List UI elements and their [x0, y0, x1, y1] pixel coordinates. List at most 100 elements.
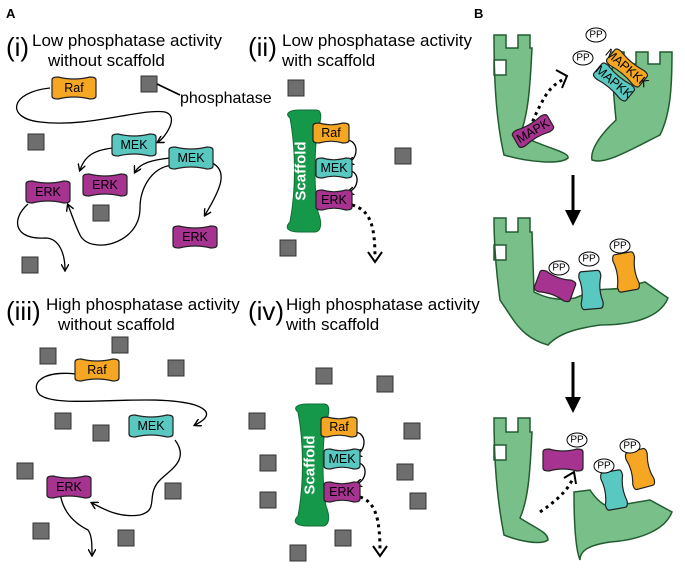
phosphatase-square: [289, 544, 307, 562]
erk-protein-label: ERK: [321, 193, 347, 207]
mek-protein-shape: [111, 133, 157, 157]
raf-protein-label: Raf: [321, 126, 341, 140]
scaffold-step2: [493, 217, 669, 346]
pp-badge-shape: [578, 251, 600, 267]
mek-protein-label: MEK: [177, 151, 205, 165]
panel-iii-title-line1: High phosphatase activity: [46, 295, 240, 314]
erk-protein-shape: [25, 180, 71, 204]
raf-protein-label: Raf: [64, 81, 84, 95]
mek-protein-label: MEK: [328, 452, 356, 466]
raf-protein: Raf: [312, 122, 350, 144]
erk-protein-shape: [172, 225, 218, 249]
mek-protein-shape: [315, 157, 353, 179]
pp-badge-shape: [572, 50, 594, 66]
phosphatase-square: [32, 522, 50, 540]
dotted-arrow-release: [539, 479, 574, 514]
phosphatase-square: [27, 133, 45, 151]
raf-protein: Raf: [74, 358, 120, 382]
pp-badge-mapkkk: PP: [609, 238, 631, 254]
phosphatase-square: [287, 79, 305, 97]
phosphatase-square: [248, 412, 266, 430]
mapkkk-protein-shape: [624, 447, 656, 491]
mapk-protein: [533, 269, 577, 303]
mapkkk-protein: [612, 251, 640, 293]
erk-protein-label: ERK: [56, 480, 82, 494]
phosphatase-square: [334, 529, 352, 547]
arrow-mek-erk-1: [80, 147, 114, 170]
mapkk-protein-shape: [578, 269, 604, 311]
erk-protein-label: ERK: [92, 178, 118, 192]
phosphatase-square: [259, 454, 277, 472]
phosphatase-label: phosphatase: [180, 90, 272, 107]
mapkkk-protein-shape: [612, 251, 640, 293]
panel-i: (i) Low phosphatase activity without sca…: [6, 31, 272, 274]
phosphatase-square: [92, 424, 110, 442]
panel-ii-title-line2: with scaffold: [281, 51, 375, 70]
mapkk-protein-shape: [600, 469, 628, 511]
phosphatase-square: [164, 482, 182, 500]
erk-protein: ERK: [46, 475, 92, 499]
mapk-protein: [542, 448, 584, 472]
panel-i-title-line2: without scaffold: [47, 51, 165, 70]
raf-protein: Raf: [51, 76, 97, 100]
phosphatase-square: [21, 256, 39, 274]
pp-badge-label: PP: [589, 30, 603, 41]
panel-ii: (ii) Low phosphatase activity with scaff…: [248, 31, 472, 264]
panel-ii-title-line1: Low phosphatase activity: [282, 31, 472, 50]
curve-mek-to-erk: [92, 439, 182, 517]
mek-protein-shape: [168, 146, 214, 170]
panel-iv-title-line2: with scaffold: [285, 315, 379, 334]
mapkk-protein: [578, 269, 604, 311]
mapk-protein-shape: [542, 448, 584, 472]
phosphatase-square: [140, 75, 158, 93]
mapkk-protein-shape: [592, 62, 636, 102]
scaffold-label: Scaffold: [302, 435, 319, 494]
dotted-arrow-mapk-head: [555, 69, 569, 89]
phosphatase-square: [259, 491, 277, 509]
phosphatase-square: [396, 463, 414, 481]
scaffold-left-step1: [493, 34, 569, 163]
phosphatase-square: [39, 347, 57, 365]
raf-protein-shape: [51, 76, 97, 100]
panel-iv-roman: (iv): [248, 296, 284, 326]
pp-badge-label: PP: [597, 461, 611, 472]
erk-protein-label: ERK: [35, 185, 61, 199]
phosphatase-pointer: [156, 83, 181, 96]
mapkkk-protein: [624, 447, 656, 491]
phosphatase-square: [16, 462, 34, 480]
dotted-arrow-erk-out: [359, 495, 382, 553]
dotted-arrow-release-head: [563, 470, 577, 485]
mapkk-protein: [600, 469, 628, 511]
erk-protein: ERK: [82, 173, 128, 197]
pp-badge-mapkk: PP: [593, 458, 615, 474]
raf-protein-shape: [74, 358, 120, 382]
mek-protein: MEK: [128, 414, 174, 438]
erk-protein-shape: [82, 173, 128, 197]
pp-badge-label: PP: [582, 254, 596, 265]
raf-protein-label: Raf: [329, 420, 349, 434]
panel-i-roman: (i): [6, 32, 29, 62]
curve-mek-to-erk-long: [68, 164, 173, 246]
pp-badge-mapkkk: PP: [585, 27, 607, 43]
erk-protein: ERK: [172, 225, 218, 249]
pp-badge-shape: [609, 238, 631, 254]
raf-protein-shape: [312, 122, 350, 144]
mapkkk-protein-shape: [605, 48, 649, 88]
raf-protein: Raf: [320, 416, 358, 438]
scaffold-left-step3: [493, 417, 549, 544]
panel-iii: (iii) High phosphatase activity without …: [6, 295, 240, 555]
erk-protein-label: ERK: [329, 485, 355, 499]
phosphatase-square: [315, 367, 333, 385]
panel-iv: (iv) High phosphatase activity with scaf…: [248, 295, 480, 562]
erk-protein: ERK: [315, 189, 353, 211]
phosphatase-square: [409, 492, 427, 510]
pp-badge-shape: [548, 260, 570, 276]
scaffold-right-step1: [591, 51, 673, 162]
panel-letter-b: B: [474, 6, 483, 21]
pp-badge-shape: [619, 438, 641, 454]
phosphatase-square: [279, 239, 297, 257]
erk-protein-shape: [46, 475, 92, 499]
mapk-protein-shape: [511, 114, 555, 148]
dotted-arrow-head: [372, 545, 388, 558]
